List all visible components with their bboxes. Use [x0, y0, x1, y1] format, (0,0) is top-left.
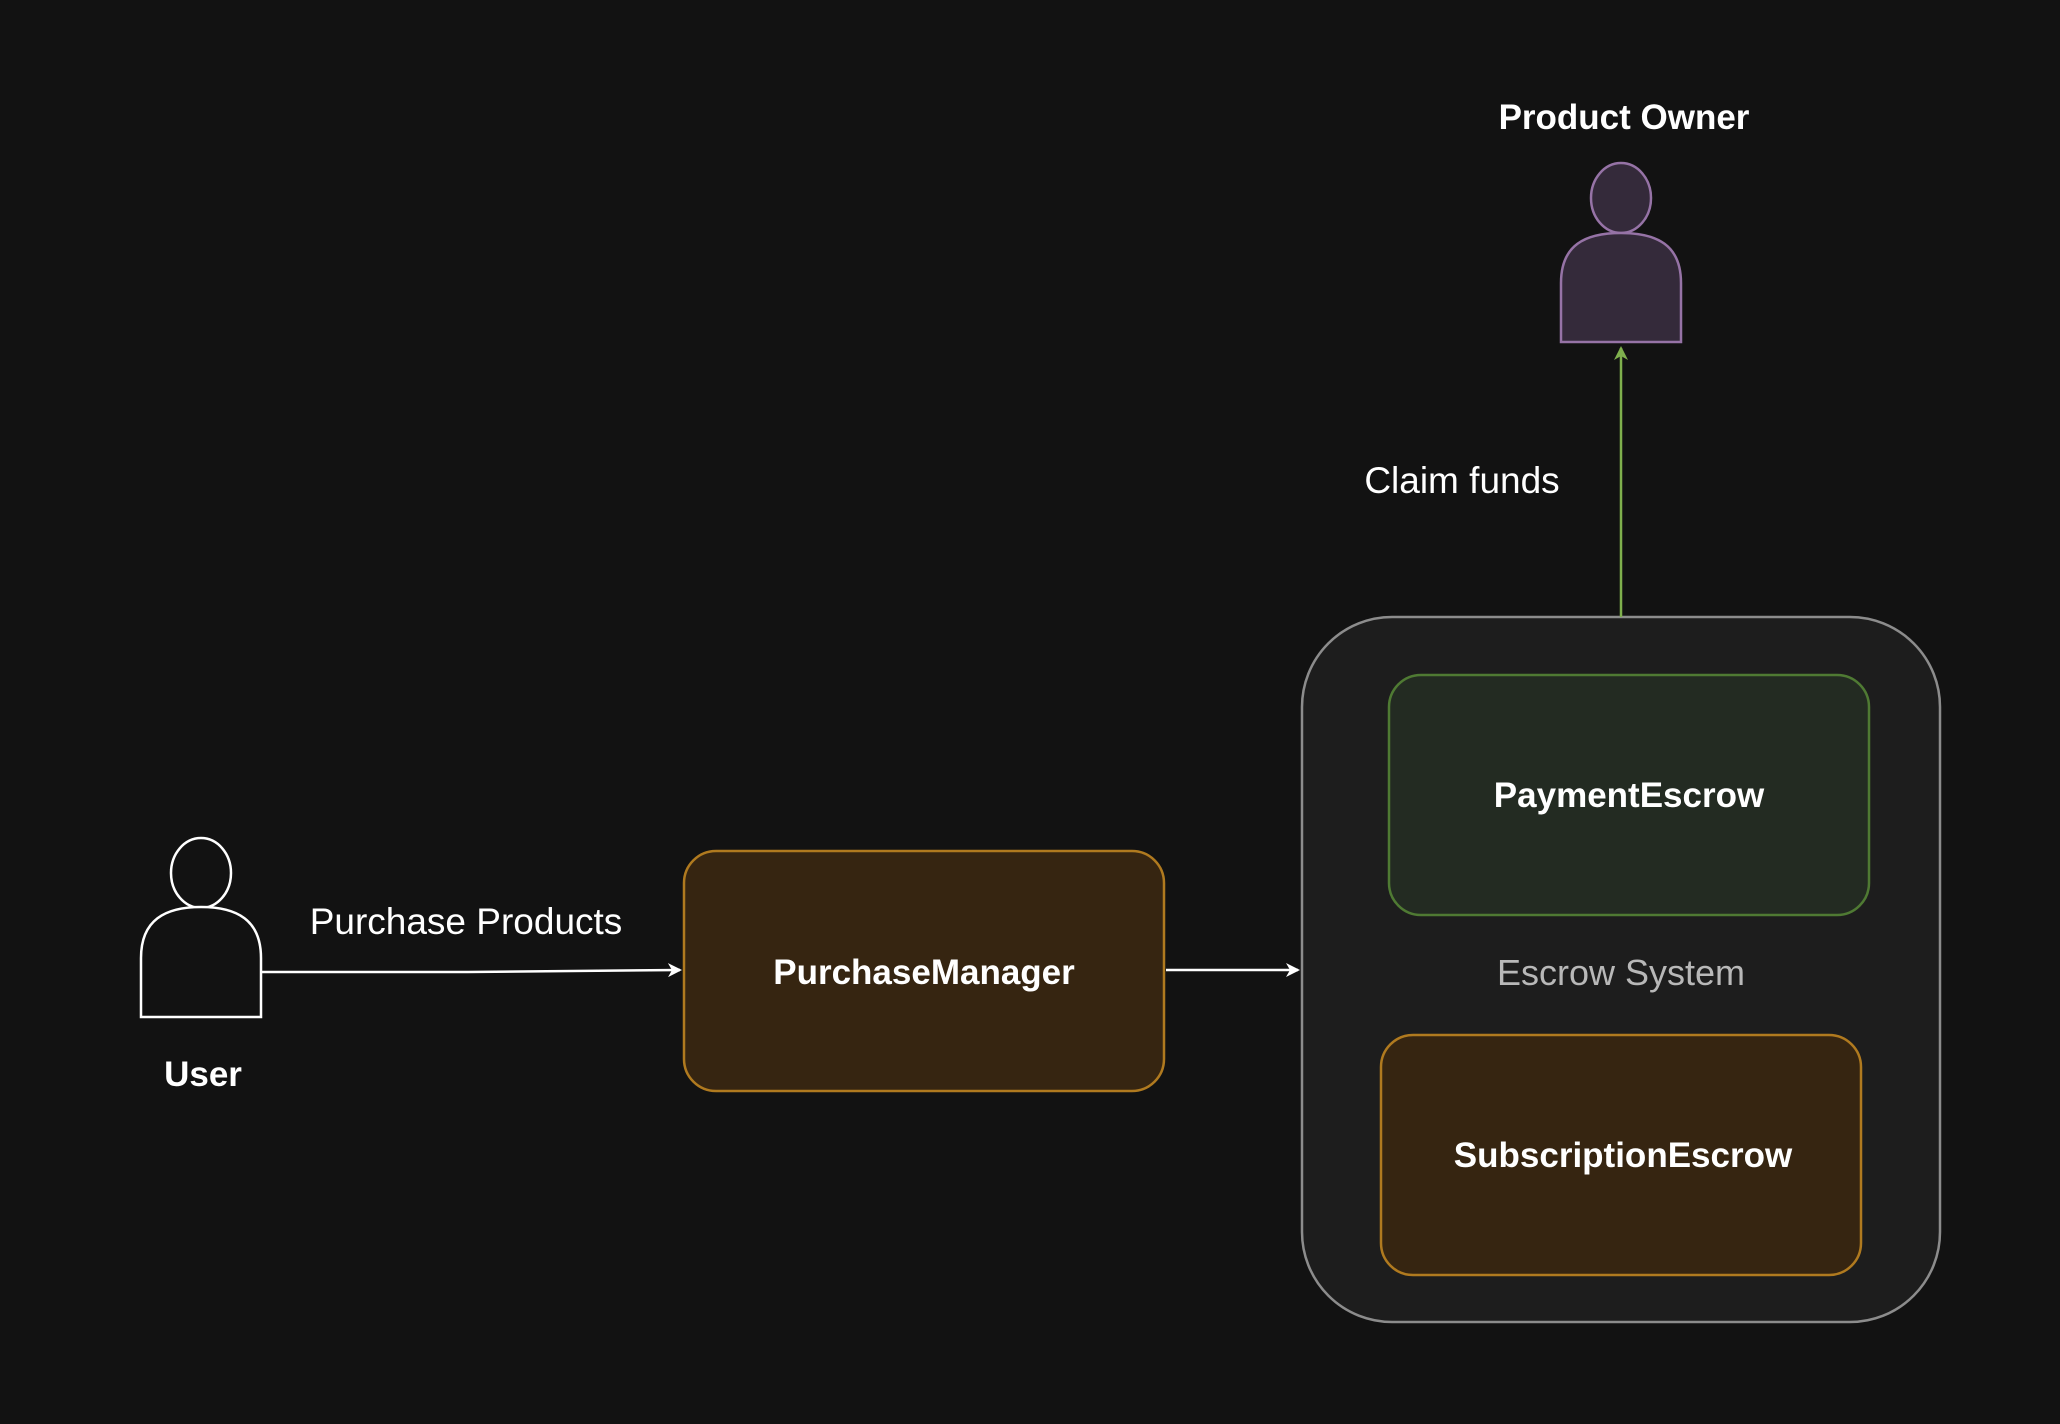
payment-escrow-label: PaymentEscrow: [1493, 776, 1765, 815]
product-owner-actor-icon[interactable]: [1559, 161, 1683, 344]
purchase-products-label: Purchase Products: [309, 901, 623, 942]
user-actor-icon[interactable]: [139, 836, 263, 1019]
subscription-escrow-label: SubscriptionEscrow: [1453, 1136, 1793, 1175]
claim-funds-label: Claim funds: [1364, 460, 1560, 501]
purchase-manager-box[interactable]: [682, 849, 1166, 1093]
payment-escrow-box[interactable]: [1387, 673, 1871, 917]
subscription-escrow-box[interactable]: [1379, 1033, 1863, 1277]
user-label: User: [164, 1055, 242, 1094]
purchase-manager-label: PurchaseManager: [773, 953, 1075, 992]
product-owner-label: Product Owner: [1498, 98, 1750, 137]
purchase-products-edge[interactable]: [262, 963, 682, 978]
escrow-system-label: Escrow System: [1496, 952, 1746, 993]
